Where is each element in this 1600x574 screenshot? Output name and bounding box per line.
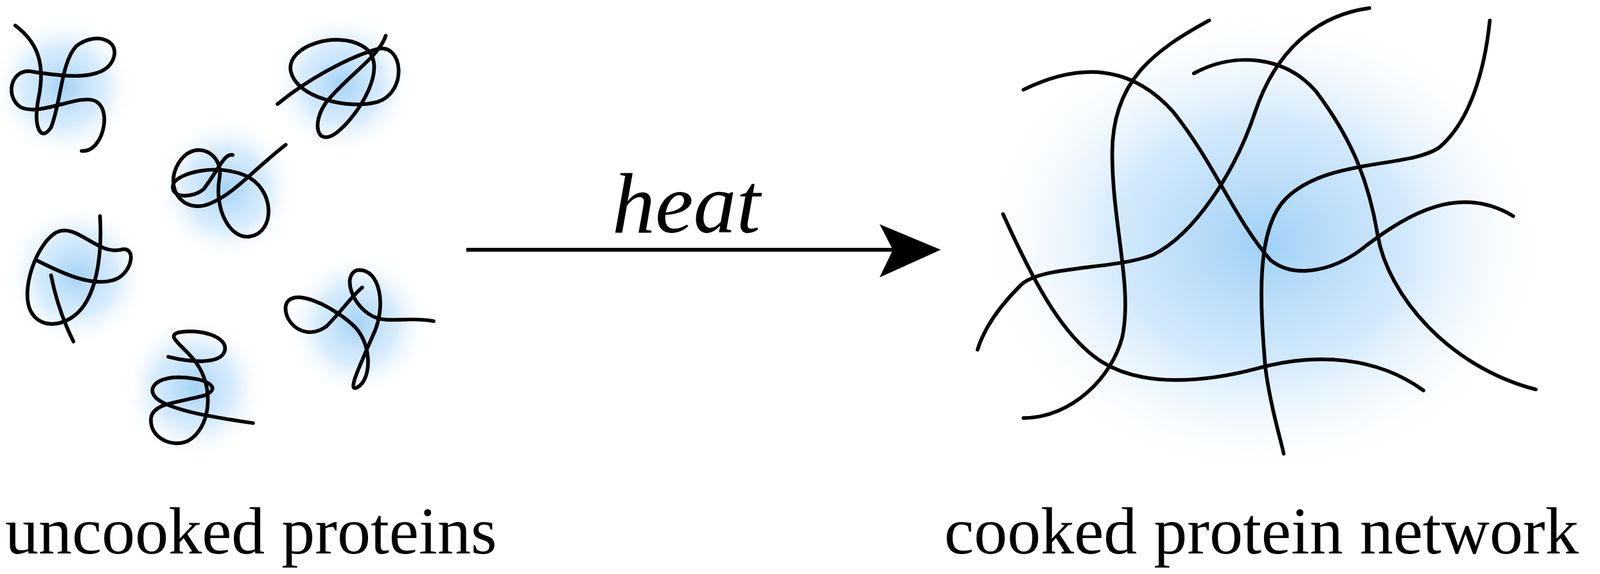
protein-glows bbox=[0, 0, 1559, 488]
arrow-label: heat bbox=[612, 160, 761, 247]
protein-network bbox=[977, 8, 1536, 455]
state-label: uncooked proteins bbox=[5, 497, 497, 565]
state-label: cooked protein network bbox=[944, 497, 1579, 565]
uncooked-proteins bbox=[11, 25, 434, 444]
